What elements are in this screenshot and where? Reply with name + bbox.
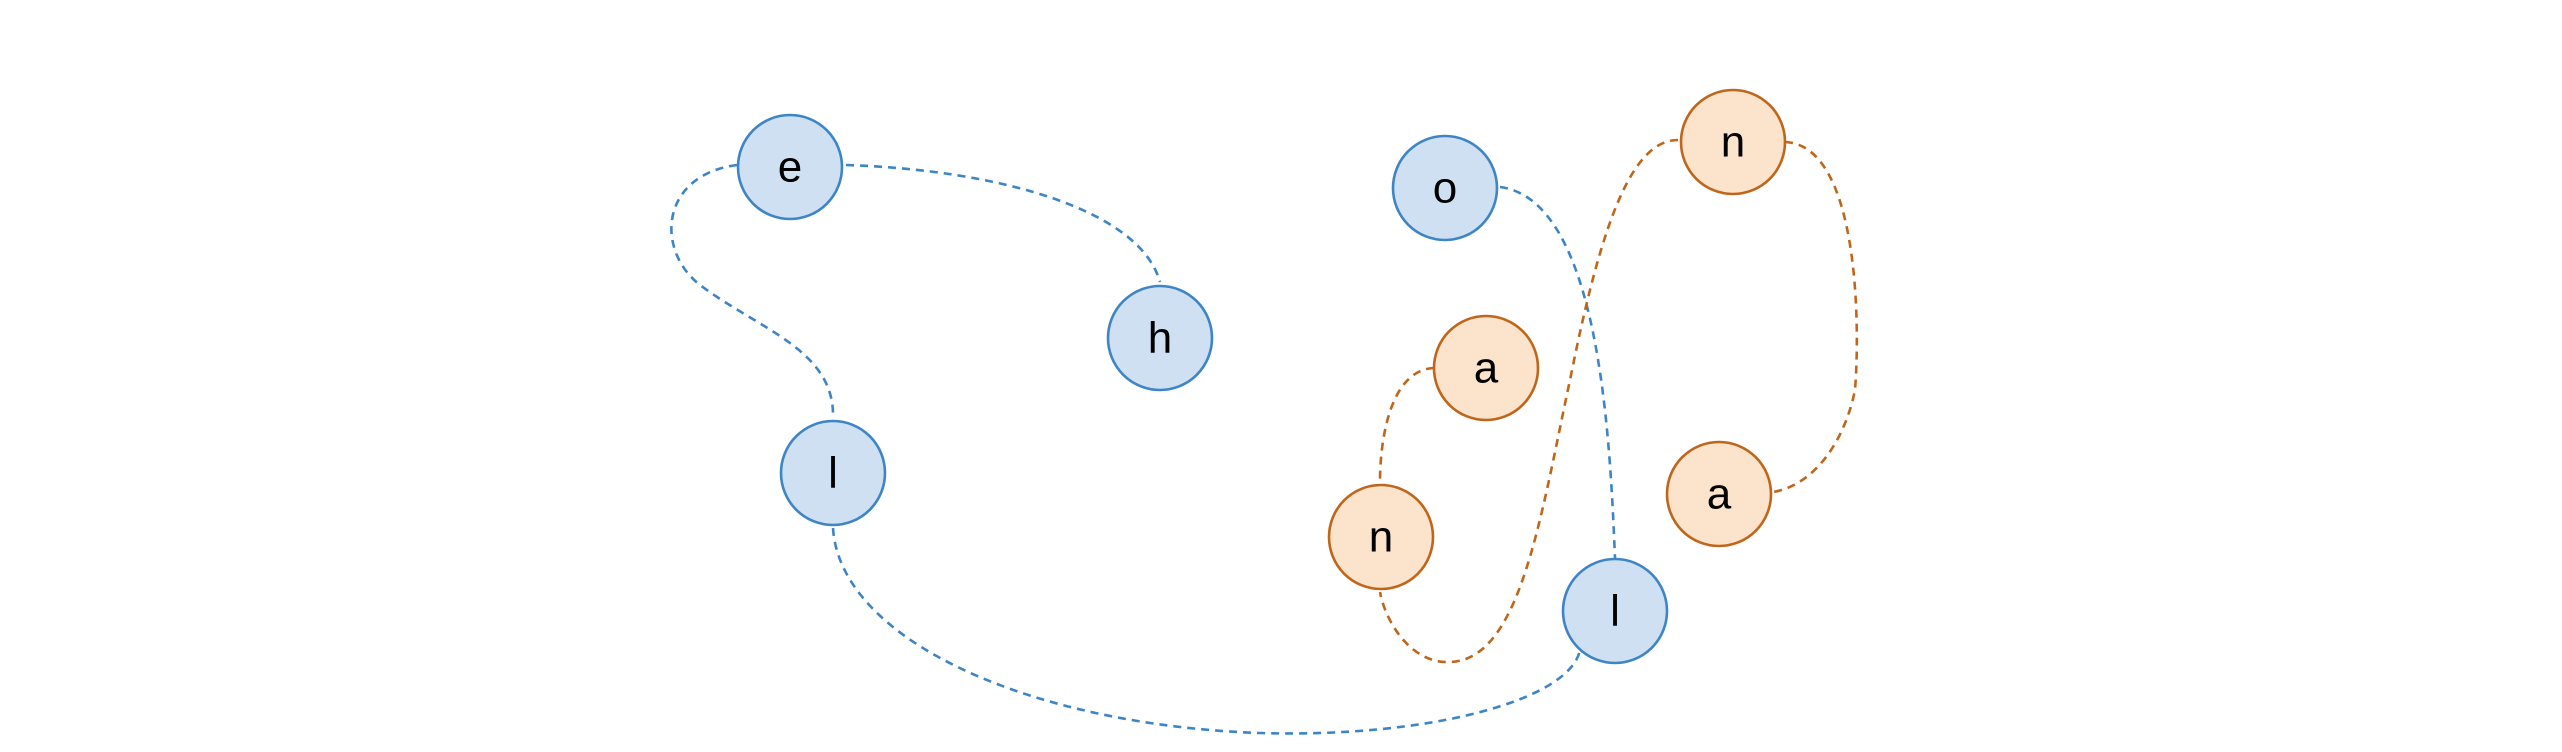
node-n-bottom-label: n: [1369, 513, 1393, 562]
edge-o-l: [1499, 185, 1617, 559]
node-n-top-circle: [1679, 88, 1787, 196]
node-h-label: h: [1148, 314, 1172, 363]
edge-l-l: [831, 527, 1582, 735]
node-n-bottom[interactable]: n: [1327, 483, 1435, 591]
nodes-layer: e h l o l n a n: [736, 88, 1787, 665]
node-l-left-circle: [779, 419, 887, 527]
edges-layer: [670, 138, 1859, 735]
node-o[interactable]: o: [1391, 134, 1499, 242]
node-o-label: o: [1433, 164, 1457, 213]
node-a-top[interactable]: a: [1432, 314, 1540, 422]
node-e-circle: [736, 113, 844, 221]
node-n-top-label: n: [1721, 118, 1745, 167]
node-a-top-label: a: [1474, 344, 1499, 393]
node-a-bottom[interactable]: a: [1665, 440, 1773, 548]
node-h-circle: [1106, 284, 1214, 392]
node-l-left-label: l: [828, 449, 838, 498]
edge-e-h: [845, 163, 1162, 283]
edge-a-n: [1378, 366, 1435, 483]
node-a-bottom-circle: [1665, 440, 1773, 548]
node-o-circle: [1391, 134, 1499, 242]
node-l-right-circle: [1561, 557, 1669, 665]
node-l-left[interactable]: l: [779, 419, 887, 527]
node-a-bottom-label: a: [1707, 470, 1732, 519]
node-l-right-label: l: [1610, 587, 1620, 636]
edge-n-a: [1772, 140, 1859, 494]
node-l-right[interactable]: l: [1561, 557, 1669, 665]
node-e[interactable]: e: [736, 113, 844, 221]
edge-e-l: [670, 163, 835, 419]
edge-n-n: [1378, 138, 1679, 664]
node-h[interactable]: h: [1106, 284, 1214, 392]
node-a-top-circle: [1432, 314, 1540, 422]
node-e-label: e: [778, 143, 802, 192]
node-n-bottom-circle: [1327, 483, 1435, 591]
node-n-top[interactable]: n: [1679, 88, 1787, 196]
